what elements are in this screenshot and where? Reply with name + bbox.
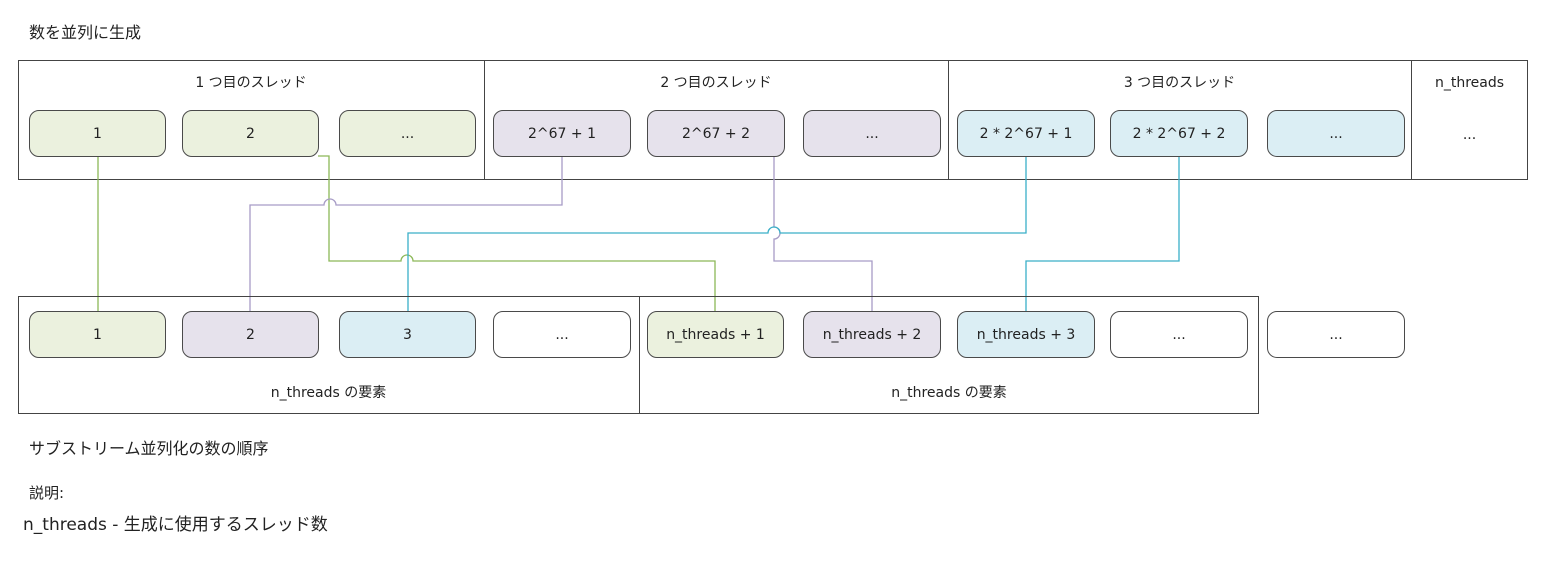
threadn-ellipsis: ... [1462,127,1477,143]
sequence-box: n_threads + 3 [957,311,1095,358]
thread1-number-box: ... [339,110,476,157]
thread3-number-box: 2 * 2^67 + 2 [1110,110,1248,157]
thread1-number-box: 1 [29,110,166,157]
sequence-box: ... [1267,311,1405,358]
thread2-number-box: ... [803,110,941,157]
legend-text: n_threads - 生成に使用するスレッド数 [23,515,328,535]
sequence-box: n_threads + 2 [803,311,941,358]
group1-label: n_threads の要素 [270,385,387,401]
connector-blue-2 [1025,157,1180,311]
sequence-box: n_threads + 1 [647,311,784,358]
connector-purple-2 [773,157,873,311]
thread2-number-box: 2^67 + 1 [493,110,631,157]
thread-divider [484,60,485,180]
sequence-box: ... [493,311,631,358]
threadn-header: n_threads [1434,75,1505,91]
thread-divider [948,60,949,180]
thread2-header: 2 つ目のスレッド [660,75,772,91]
group2-label: n_threads の要素 [891,385,1007,401]
legend-heading: 説明: [29,484,65,502]
thread1-number-box: 2 [182,110,319,157]
connector-purple-1 [249,157,563,311]
sequence-frame [18,296,1259,414]
thread1-header: 1 つ目のスレッド [195,75,307,91]
diagram-caption: サブストリーム並列化の数の順序 [29,439,269,458]
threads-frame [18,60,1528,180]
sequence-box: 2 [182,311,319,358]
page-title: 数を並列に生成 [29,23,142,42]
sequence-box: 3 [339,311,476,358]
group-divider [639,296,640,414]
thread3-number-box: 2 * 2^67 + 1 [957,110,1095,157]
connector-blue-1 [407,157,1027,311]
thread3-header: 3 つ目のスレッド [1123,75,1236,91]
sequence-box: ... [1110,311,1248,358]
thread2-number-box: 2^67 + 2 [647,110,785,157]
sequence-box: 1 [29,311,166,358]
connector-green-2 [318,155,716,311]
thread3-number-box: ... [1267,110,1405,157]
thread-divider [1411,60,1412,180]
